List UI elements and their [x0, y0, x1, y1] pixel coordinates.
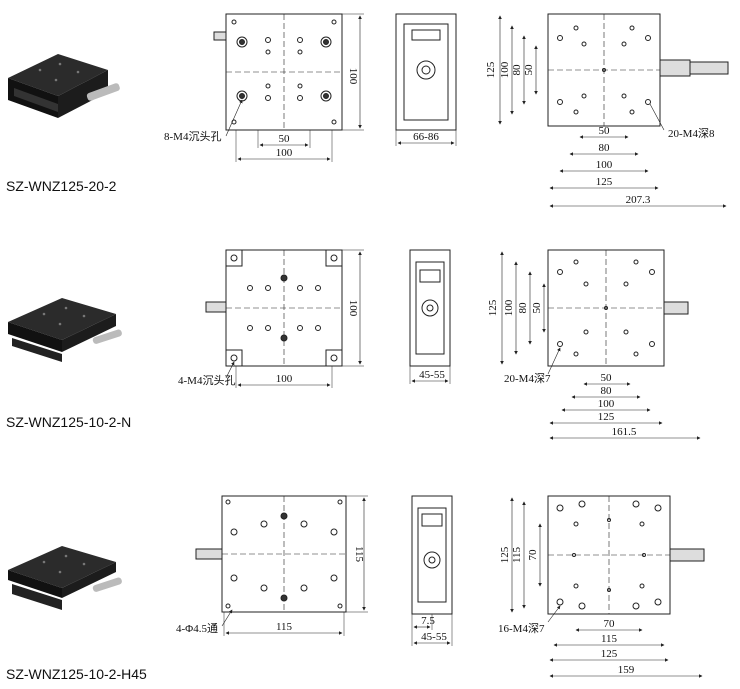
side-view-1 — [395, 13, 457, 146]
bottom-view-2-hdim-0: 50 — [601, 372, 613, 384]
bottom-view-1-vdim-0: 125 — [485, 61, 497, 78]
bottom-view-2-hdim-1: 80 — [601, 385, 613, 397]
top-view-1-height-dim: 100 — [347, 68, 359, 85]
model-label-3: SZ-WNZ125-10-2-H45 — [6, 666, 147, 682]
bottom-view-2-hole-note: 20-M4深7 — [504, 372, 551, 385]
bottom-view-1-vdim-3: 50 — [523, 64, 535, 76]
bottom-view-1-hdim-0: 50 — [599, 125, 611, 137]
bottom-view-2-hdim-3: 125 — [598, 411, 615, 423]
bottom-view-1-hdim-3: 125 — [596, 176, 613, 188]
bottom-view-3-hdim-0: 70 — [604, 618, 616, 630]
side-view-3 — [411, 495, 453, 646]
bottom-view-1-hdim-2: 100 — [596, 159, 613, 171]
bottom-view-3 — [510, 495, 705, 678]
top-view-1 — [213, 13, 364, 162]
row-2: 100 100 4-M4沉头孔 45-55 — [8, 249, 701, 440]
bottom-view-1-hdim-4: 207.3 — [626, 194, 651, 206]
bottom-view-1-vdim-1: 100 — [499, 61, 511, 78]
side-view-2-height-dim: 45-55 — [419, 369, 445, 381]
top-view-2 — [205, 249, 364, 388]
product-photo-3 — [8, 546, 122, 610]
bottom-view-1-hdim-1: 80 — [599, 142, 611, 154]
side-view-1-height-dim: 66-86 — [413, 131, 439, 143]
row-1: 100 50 100 8-M4沉头孔 66-86 — [8, 13, 729, 208]
top-view-3 — [195, 495, 368, 636]
top-view-1-width-dim: 100 — [276, 147, 293, 159]
bottom-view-2-vdim-2: 80 — [517, 302, 529, 314]
side-view-3-height-dim: 45-55 — [421, 631, 447, 643]
bottom-view-3-hole-note: 16-M4深7 — [498, 622, 545, 635]
bottom-view-1 — [498, 13, 729, 208]
row-3: 115 115 4-Φ4.5通 7.5 45-55 — [8, 495, 705, 678]
bottom-view-1-vdim-2: 80 — [511, 64, 523, 76]
product-photo-1 — [8, 54, 120, 118]
bottom-view-2-hdim-2: 100 — [598, 398, 615, 410]
bottom-view-3-hdim-3: 159 — [618, 664, 635, 676]
top-view-1-inner-dim: 50 — [279, 133, 291, 145]
top-view-2-width-dim: 100 — [276, 373, 293, 385]
top-view-3-height-dim: 115 — [353, 546, 365, 563]
side-view-3-top-dim: 7.5 — [421, 615, 435, 627]
bottom-view-3-vdim-2: 70 — [527, 549, 539, 561]
top-view-1-hole-note: 8-M4沉头孔 — [164, 130, 221, 143]
bottom-view-3-hdim-1: 115 — [601, 633, 618, 645]
bottom-view-3-vdim-0: 125 — [499, 546, 511, 563]
bottom-view-1-hole-note: 20-M4深8 — [668, 127, 715, 140]
bottom-view-2-vdim-1: 100 — [503, 299, 515, 316]
bottom-view-3-vdim-1: 115 — [511, 546, 523, 563]
bottom-view-2-vdim-3: 50 — [531, 302, 543, 314]
bottom-view-3-hdim-2: 125 — [601, 648, 618, 660]
model-label-1: SZ-WNZ125-20-2 — [6, 178, 117, 194]
bottom-view-2-vdim-0: 125 — [487, 299, 499, 316]
product-photo-2 — [8, 298, 122, 362]
side-view-2 — [409, 249, 451, 384]
bottom-view-2-hdim-4: 161.5 — [612, 426, 637, 438]
top-view-2-height-dim: 100 — [347, 300, 359, 317]
bottom-view-2 — [500, 249, 701, 440]
top-view-2-hole-note: 4-M4沉头孔 — [178, 374, 235, 387]
top-view-3-width-dim: 115 — [276, 621, 293, 633]
top-view-3-hole-note: 4-Φ4.5通 — [176, 622, 218, 635]
model-label-2: SZ-WNZ125-10-2-N — [6, 414, 132, 430]
